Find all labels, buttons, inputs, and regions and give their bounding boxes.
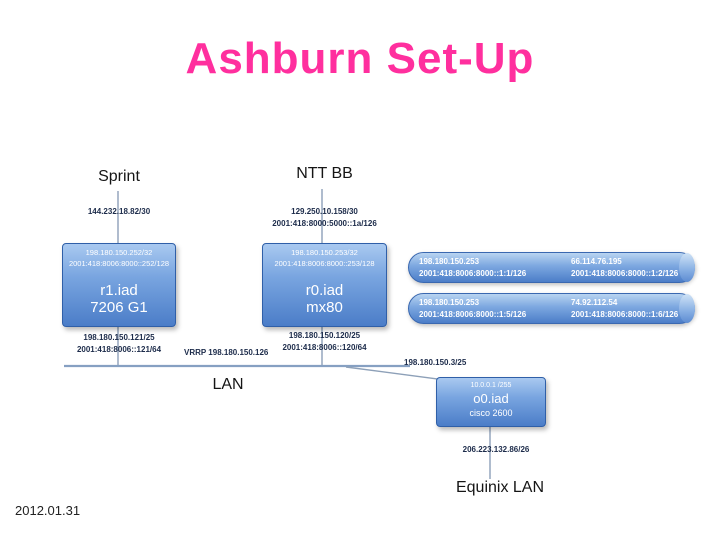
router-r0-model: mx80 xyxy=(306,299,343,317)
tunnel-1: 198.180.150.253 2001:418:8006:8000::1:1/… xyxy=(408,252,695,283)
router-o0: 10.0.0.1 /255 o0.iad cisco 2600 xyxy=(436,377,546,427)
router-o0-model: cisco 2600 xyxy=(469,408,513,419)
tunnel-2-local: 198.180.150.253 2001:418:8006:8000::1:5/… xyxy=(419,297,526,320)
r0-lan-ipv6: 2001:418:8006::120/64 xyxy=(282,343,367,352)
tunnel-2-remote-ipv4: 74.92.112.54 xyxy=(571,298,618,307)
tunnel-2-remote-ipv6: 2001:418:8006:8000::1:6/126 xyxy=(571,309,679,319)
label-sprint: Sprint xyxy=(98,168,140,185)
tunnel-1-remote: 66.114.76.195 2001:418:8006:8000::1:2/12… xyxy=(571,256,678,279)
r0-lan-ips: 198.180.150.120/25 2001:418:8006::120/64 xyxy=(262,330,387,354)
r1-lan-ipv6: 2001:418:8006::121/64 xyxy=(76,345,162,354)
label-lan: LAN xyxy=(212,376,244,393)
slide-title: Ashburn Set-Up xyxy=(185,34,535,83)
label-ntt-bb: NTT BB xyxy=(296,165,353,182)
router-r0: 198.180.150.253/32 2001:418:8006:8000::2… xyxy=(262,243,387,327)
router-r0-ipv4: 198.180.150.253/32 xyxy=(291,248,358,257)
r1-lan-ips: 198.180.150.121/25 2001:418:8006::121/64 xyxy=(56,332,182,356)
tunnel-1-local-ipv6: 2001:418:8006:8000::1:1/126 xyxy=(419,268,527,278)
router-r0-ipv6: 2001:418:8006:8000::253/128 xyxy=(274,258,375,268)
router-r0-name: r0.iad xyxy=(305,282,344,299)
tunnel-1-local: 198.180.150.253 2001:418:8006:8000::1:1/… xyxy=(419,256,526,279)
tunnel-2-local-ipv4: 198.180.150.253 xyxy=(419,298,480,307)
tunnel-1-local-ipv4: 198.180.150.253 xyxy=(419,257,480,266)
router-r1-model: 7206 G1 xyxy=(90,299,148,317)
label-equinix-lan: Equinix LAN xyxy=(455,479,545,496)
router-r1-name: r1.iad xyxy=(100,282,138,299)
o0-uplink-ip: 198.180.150.3/25 xyxy=(404,358,467,367)
tunnel-1-remote-ipv6: 2001:418:8006:8000::1:2/126 xyxy=(571,268,679,278)
o0-downlink-ip: 206.223.132.86/26 xyxy=(462,445,530,454)
tunnel-2-remote: 74.92.112.54 2001:418:8006:8000::1:6/126 xyxy=(571,297,678,320)
ntt-uplink-ipv6: 2001:418:8000:5000::1a/126 xyxy=(272,219,377,228)
slide-date: 2012.01.31 xyxy=(15,503,81,518)
router-o0-name: o0.iad xyxy=(473,391,509,407)
sprint-uplink-ip: 144.232.18.82/30 xyxy=(87,207,151,216)
ntt-uplink-ipv4: 129.250.10.158/30 xyxy=(291,207,358,216)
router-o0-ipv4: 10.0.0.1 /255 xyxy=(470,382,512,389)
router-r1-ipv4: 198.180.150.252/32 xyxy=(85,248,153,257)
ntt-uplink-ips: 129.250.10.158/30 2001:418:8000:5000::1a… xyxy=(242,206,407,230)
router-r1: 198.180.150.252/32 2001:418:8006:8000::2… xyxy=(62,243,176,327)
vrrp-label: VRRP 198.180.150.126 xyxy=(184,348,269,357)
r1-lan-ipv4: 198.180.150.121/25 xyxy=(83,333,155,342)
router-r1-ipv6: 2001:418:8006:8000::252/128 xyxy=(68,258,170,268)
tunnel-1-remote-ipv4: 66.114.76.195 xyxy=(571,257,622,266)
tunnel-2-local-ipv6: 2001:418:8006:8000::1:5/126 xyxy=(419,309,527,319)
tunnel-2: 198.180.150.253 2001:418:8006:8000::1:5/… xyxy=(408,293,695,324)
r0-lan-ipv4: 198.180.150.120/25 xyxy=(288,331,361,340)
